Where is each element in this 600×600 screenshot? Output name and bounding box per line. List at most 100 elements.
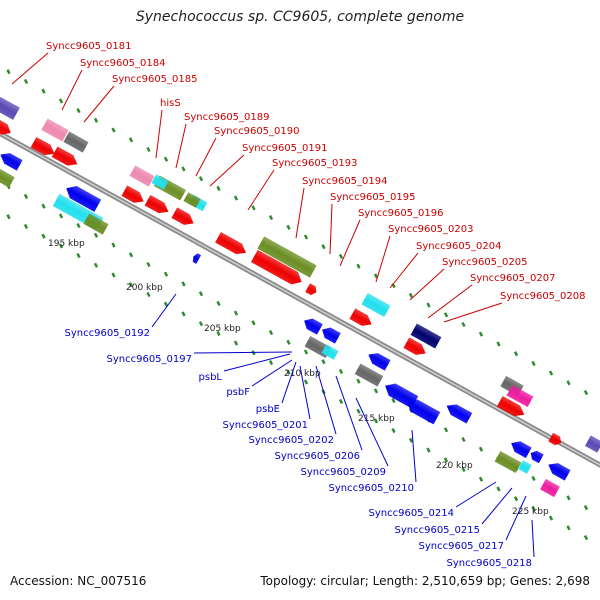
tick-mark [111, 127, 116, 133]
tick-mark [6, 214, 11, 220]
scale-label: 200 kbp [126, 283, 163, 293]
tick-mark [111, 242, 116, 248]
tick-mark [461, 436, 466, 443]
reverse-gene-13-shape [407, 399, 441, 425]
reverse-gene-label: Syncc9605_0201 [223, 420, 309, 431]
tick-mark [128, 252, 134, 258]
forward-leader [61, 69, 83, 111]
forward-gene-3 [63, 131, 89, 153]
forward-gene-26-shape [584, 435, 600, 453]
forward-leader [375, 235, 391, 283]
forward-gene-label: Syncc9605_0196 [358, 208, 444, 219]
forward-gene-10-shape [183, 192, 201, 208]
reverse-leader [299, 365, 311, 420]
tick-mark [251, 205, 256, 211]
tick-mark [338, 253, 344, 260]
tick-mark [6, 69, 11, 75]
tick-mark [461, 466, 466, 473]
forward-gene-19 [349, 308, 372, 326]
forward-gene-8 [151, 174, 169, 190]
tick-mark [513, 496, 519, 502]
tick-mark [41, 203, 46, 209]
scale-label: 195 kbp [48, 239, 85, 249]
reverse-gene-2-shape [66, 186, 102, 212]
forward-gene-10 [183, 192, 201, 208]
reverse-gene-label: psbE [256, 404, 280, 415]
tick-mark [76, 108, 81, 114]
forward-gene-15 [257, 236, 317, 278]
forward-leader [339, 219, 361, 267]
forward-leader [195, 137, 217, 177]
tick-mark [478, 331, 484, 337]
tick-mark [233, 310, 239, 316]
tick-mark [478, 446, 484, 452]
tick-mark [251, 320, 256, 326]
forward-gene-17 [305, 283, 317, 296]
tick-mark [76, 253, 81, 259]
tick-mark [163, 301, 169, 307]
forward-gene-label: Syncc9605_0191 [242, 143, 328, 154]
tick-mark [216, 330, 221, 336]
forward-gene-11 [121, 185, 144, 203]
tick-mark [286, 369, 291, 375]
reverse-gene-7 [322, 327, 341, 344]
forward-gene-1-shape [0, 117, 11, 135]
forward-gene-13 [171, 207, 194, 225]
forward-gene-6 [129, 165, 155, 187]
forward-leader [427, 284, 473, 319]
reverse-gene-1 [0, 168, 15, 188]
tick-mark [531, 505, 536, 511]
reverse-gene-10 [368, 353, 391, 371]
tick-mark [58, 213, 64, 219]
reverse-gene-14-shape [446, 404, 473, 424]
reverse-leader [335, 375, 363, 451]
backbone-highlight [0, 132, 600, 466]
tick-mark [93, 232, 99, 238]
forward-gene-label: Syncc9605_0194 [302, 176, 388, 187]
tick-mark [268, 214, 274, 221]
tick-mark [496, 341, 501, 347]
tick-mark [321, 244, 326, 250]
tick-mark [233, 195, 239, 201]
reverse-leader [251, 359, 293, 387]
forward-gene-5 [51, 146, 78, 166]
forward-gene-14-shape [215, 232, 247, 255]
tick-mark [356, 408, 361, 414]
tick-mark [198, 291, 204, 297]
scale-label: 210 kbp [284, 369, 321, 379]
tick-mark [303, 234, 309, 240]
tick-mark [198, 176, 204, 182]
reverse-gene-label: Syncc9605_0210 [329, 483, 415, 494]
tick-mark [181, 281, 186, 287]
reverse-gene-label: Syncc9605_0218 [447, 558, 533, 569]
forward-gene-label: Syncc9605_0195 [330, 192, 416, 203]
reverse-gene-label: psbF [226, 387, 250, 398]
reverse-gene-20 [540, 478, 560, 498]
reverse-leader [355, 397, 389, 467]
reverse-gene-20-shape [540, 478, 560, 498]
tick-mark [93, 117, 99, 123]
tick-mark [356, 263, 361, 269]
tick-mark [111, 272, 116, 278]
tick-mark [426, 447, 431, 453]
reverse-gene-label: Syncc9605_0217 [419, 541, 505, 552]
forward-gene-label: hisS [160, 98, 181, 109]
forward-leader [155, 109, 163, 159]
tick-mark [461, 321, 466, 328]
tick-mark [356, 378, 361, 384]
forward-gene-0-shape [0, 96, 20, 120]
reverse-gene-11 [354, 363, 384, 387]
forward-gene-23 [506, 384, 534, 408]
tick-mark [531, 360, 536, 366]
forward-gene-label: Syncc9605_0189 [184, 112, 270, 123]
forward-leader [389, 252, 419, 289]
reverse-leader [151, 293, 177, 328]
reverse-gene-14 [446, 404, 473, 424]
reverse-gene-label: psbL [199, 372, 223, 383]
reverse-gene-19 [548, 463, 571, 481]
tick-mark [566, 525, 571, 531]
forward-leader [295, 187, 305, 239]
reverse-gene-15 [511, 441, 532, 459]
reverse-gene-label: Syncc9605_0197 [107, 354, 193, 365]
tick-mark [391, 428, 396, 434]
